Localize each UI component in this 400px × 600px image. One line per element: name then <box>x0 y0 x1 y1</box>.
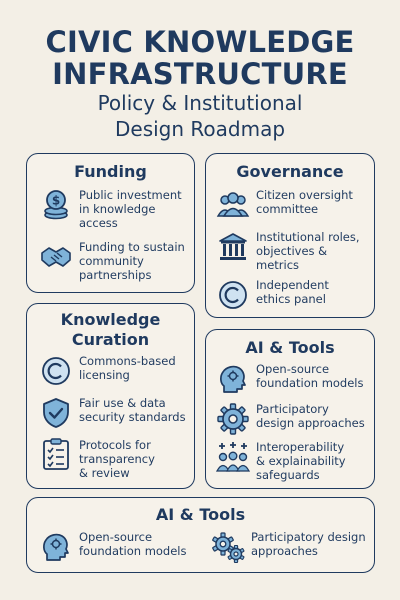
ai-tools-bottom-item-models: Open-source foundation models <box>39 530 187 564</box>
copyright-circle-icon <box>39 354 73 388</box>
text-line: design approaches <box>256 416 365 430</box>
funding-card: Funding $ Public investment in knowledge… <box>26 153 195 293</box>
text-line: community <box>79 254 144 268</box>
text-line: Open-source <box>256 362 330 376</box>
text-line: committee <box>256 202 319 216</box>
text-line: partnerships <box>79 268 152 282</box>
ai-tools-item-text: Participatory design approaches <box>256 402 365 430</box>
text-line: foundation models <box>256 376 364 390</box>
text-line: Participatory design <box>251 530 366 544</box>
governance-title: Governance <box>236 162 344 181</box>
governance-item-text: Institutional roles, objectives & metric… <box>256 230 360 272</box>
ai-tools-item-participatory: Participatory design approaches <box>216 402 365 436</box>
text-line: foundation models <box>79 544 187 558</box>
gears-icon <box>211 530 245 564</box>
text-line: in knowledge <box>79 202 156 216</box>
svg-text:$: $ <box>52 194 60 208</box>
text-line: Commons-based <box>79 354 176 368</box>
text-line: Interoperability <box>256 440 345 454</box>
governance-item-roles: Institutional roles, objectives & metric… <box>216 230 360 272</box>
copyright-circle-icon <box>216 278 250 312</box>
title-line-2: INFRASTRUCTURE <box>52 57 348 91</box>
governance-card: Governance Citizen oversight committee <box>205 153 375 318</box>
governance-item-oversight: Citizen oversight committee <box>216 188 353 222</box>
text-line: Public investment <box>79 188 182 202</box>
text-line: Participatory <box>256 402 329 416</box>
coin-stack-icon: $ <box>39 188 73 222</box>
people-group-icon <box>216 188 250 222</box>
subtitle-line-1: Policy & Institutional <box>97 91 303 115</box>
curation-card: Knowledge Curation Commons-based licensi… <box>26 303 195 489</box>
funding-item-public-investment: $ Public investment in knowledge access <box>39 188 182 230</box>
curation-item-text: Commons-based licensing <box>79 354 176 382</box>
curation-title: Knowledge Curation <box>27 310 194 350</box>
text-line: objectives & <box>256 244 328 258</box>
institution-building-icon <box>216 230 250 264</box>
text-line: security standards <box>79 410 186 424</box>
ai-tools-item-interoperability: Interoperability & explainability safegu… <box>216 440 346 482</box>
text-line: safeguards <box>256 468 320 482</box>
ai-tools-item-text: Open-source foundation models <box>256 362 364 390</box>
funding-title: Funding <box>74 162 147 181</box>
text-line: Citizen oversight <box>256 188 353 202</box>
gear-icon <box>216 402 250 436</box>
ai-tools-item-models: Open-source foundation models <box>216 362 364 396</box>
text-line: Open-source <box>79 530 153 544</box>
text-line: & review <box>79 466 130 480</box>
ai-tools-item-text: Interoperability & explainability safegu… <box>256 440 346 482</box>
curation-title-line-1: Knowledge <box>60 310 161 329</box>
page-subtitle: Policy & Institutional Design Roadmap <box>0 90 400 142</box>
brain-head-icon <box>216 362 250 396</box>
ai-tools-bottom-card: AI & Tools Open-source foundation models <box>26 497 375 573</box>
governance-item-text: Independent ethics panel <box>256 278 329 306</box>
page-title: CIVIC KNOWLEDGE INFRASTRUCTURE <box>0 26 400 90</box>
ai-tools-title: AI & Tools <box>245 338 335 357</box>
curation-item-security: Fair use & data security standards <box>39 396 186 430</box>
ai-tools-bottom-item-text: Participatory design approaches <box>251 530 366 558</box>
curation-title-line-2: Curation <box>71 330 150 349</box>
text-line: Institutional roles, <box>256 230 360 244</box>
text-line: Protocols for <box>79 438 151 452</box>
curation-item-text: Fair use & data security standards <box>79 396 186 424</box>
title-line-1: CIVIC KNOWLEDGE <box>45 25 355 59</box>
funding-item-text: Funding to sustain community partnership… <box>79 240 185 282</box>
ai-tools-bottom-item-participatory: Participatory design approaches <box>211 530 366 564</box>
text-line: Funding to sustain <box>79 240 185 254</box>
text-line: ethics panel <box>256 292 326 306</box>
funding-item-text: Public investment in knowledge access <box>79 188 182 230</box>
text-line: licensing <box>79 368 130 382</box>
funding-item-partnerships: Funding to sustain community partnership… <box>39 240 185 282</box>
ai-tools-card: AI & Tools Open-source foundation models <box>205 329 375 489</box>
text-line: metrics <box>256 258 300 272</box>
text-line: access <box>79 216 118 230</box>
governance-item-text: Citizen oversight committee <box>256 188 353 216</box>
curation-item-protocols: Protocols for transparency & review <box>39 438 155 480</box>
subtitle-line-2: Design Roadmap <box>114 117 286 141</box>
text-line: transparency <box>79 452 155 466</box>
shield-check-icon <box>39 396 73 430</box>
curation-item-licensing: Commons-based licensing <box>39 354 176 388</box>
text-line: Independent <box>256 278 329 292</box>
text-line: Fair use & data <box>79 396 166 410</box>
governance-item-ethics: Independent ethics panel <box>216 278 329 312</box>
handshake-icon <box>39 240 73 274</box>
curation-item-text: Protocols for transparency & review <box>79 438 155 480</box>
team-network-icon <box>216 440 250 474</box>
ai-tools-bottom-title: AI & Tools <box>155 505 246 524</box>
brain-head-icon <box>39 530 73 564</box>
text-line: approaches <box>251 544 318 558</box>
text-line: & explainability <box>256 454 346 468</box>
ai-tools-bottom-item-text: Open-source foundation models <box>79 530 187 558</box>
checklist-icon <box>39 438 73 472</box>
